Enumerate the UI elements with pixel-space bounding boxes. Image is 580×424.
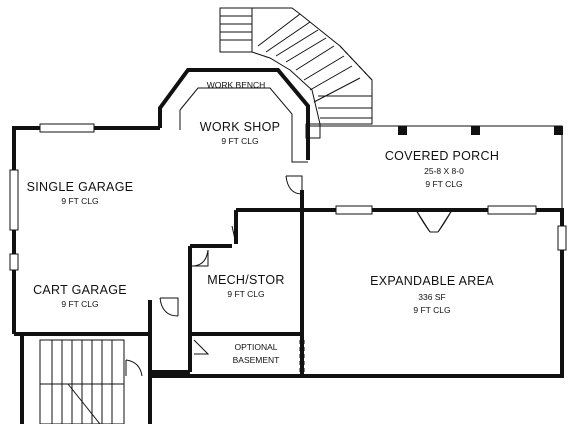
- single-garage-label: SINGLE GARAGE: [27, 180, 134, 194]
- walls: [12, 68, 564, 424]
- expandable-area-label: EXPANDABLE AREA: [370, 274, 494, 288]
- mech-stor-clg: 9 FT CLG: [227, 289, 264, 299]
- cart-garage-clg: 9 FT CLG: [61, 299, 98, 309]
- covered-porch-size: 25-8 X 8-0: [424, 166, 464, 176]
- single-garage-clg: 9 FT CLG: [61, 196, 98, 206]
- lower-stair: [39, 339, 125, 424]
- work-shop-clg: 9 FT CLG: [221, 136, 258, 146]
- optional-basement-line1: OPTIONAL: [235, 342, 278, 352]
- basement-dashed-edge: [299, 340, 305, 376]
- doors: [125, 175, 453, 377]
- expandable-area-clg: 9 FT CLG: [413, 305, 450, 315]
- windows: [9, 123, 567, 271]
- exterior-stair: [219, 7, 373, 139]
- covered-porch-outline: [308, 125, 563, 210]
- work-bench-counter: [179, 87, 308, 163]
- covered-porch-clg: 9 FT CLG: [425, 179, 462, 189]
- expandable-area-sf: 336 SF: [418, 292, 445, 302]
- work-bench-label: WORK BENCH: [207, 80, 266, 90]
- cart-garage-label: CART GARAGE: [33, 283, 127, 297]
- mech-stor-label: MECH/STOR: [207, 273, 284, 287]
- work-shop-label: WORK SHOP: [200, 120, 280, 134]
- optional-basement-line2: BASEMENT: [233, 355, 280, 365]
- covered-porch-label: COVERED PORCH: [385, 149, 499, 163]
